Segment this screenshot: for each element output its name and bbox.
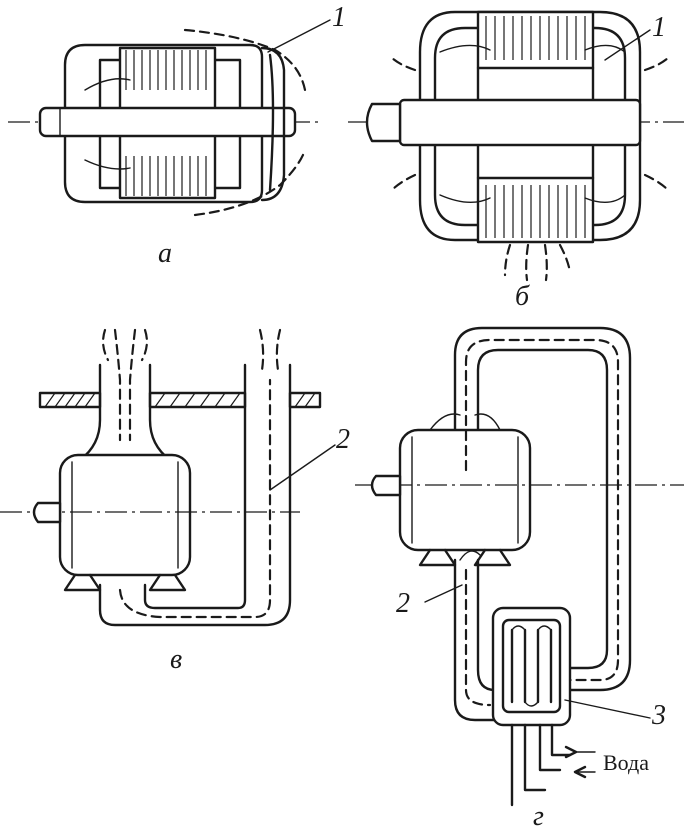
panel-b-stator-hatch xyxy=(485,16,586,238)
panel-v-callout-2: 2 xyxy=(336,424,350,455)
panel-a-caption: а xyxy=(158,238,172,269)
panel-g-callout-2: 2 xyxy=(396,588,410,619)
panel-a-stator-hatch xyxy=(125,50,207,196)
panel-b-callout-1: 1 xyxy=(652,12,666,43)
panel-b-motor: 1 б xyxy=(348,10,684,312)
panel-v-wall-hatch xyxy=(44,392,316,408)
panel-g-water-label: Вода xyxy=(603,750,649,775)
panel-b-caption: б xyxy=(515,281,530,312)
panel-g-caption: г xyxy=(533,801,544,832)
panel-g-closed-loop: Вода 2 3 г xyxy=(355,326,684,832)
panel-a-motor: 1 а xyxy=(8,2,346,269)
panel-v-motor-with-duct: 2 в xyxy=(0,328,350,675)
panel-a-callout-1: 1 xyxy=(332,2,346,33)
panel-g-callout-3: 3 xyxy=(651,700,666,731)
panel-v-caption: в xyxy=(170,644,182,675)
